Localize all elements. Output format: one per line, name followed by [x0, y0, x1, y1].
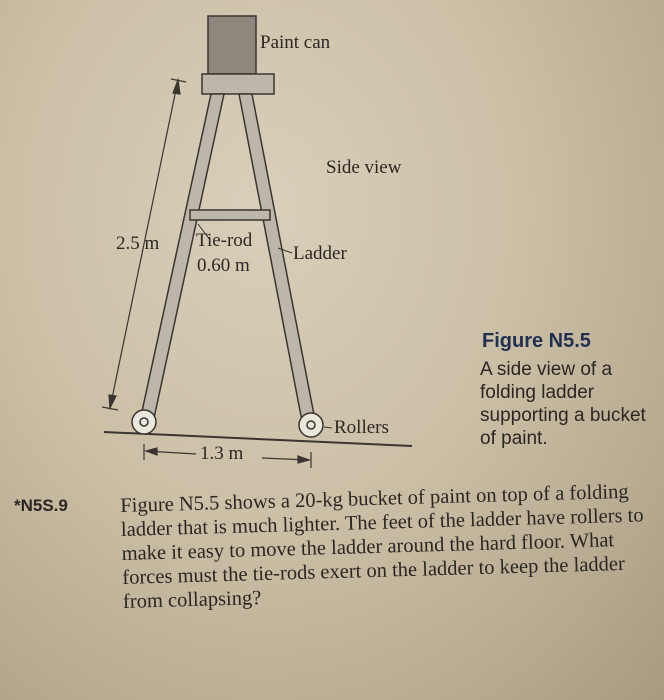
ladder-leader: [277, 247, 293, 254]
rollers-leader: [323, 426, 333, 429]
paint-can: [207, 15, 257, 75]
problem-text: Figure N5.5 shows a 20-kg bucket of pain…: [120, 480, 644, 613]
height-dimension: [101, 77, 187, 411]
label-height: 2.5 m: [116, 233, 160, 254]
roller-right: [298, 412, 324, 438]
label-tie-rod: Tie-rod: [196, 230, 253, 251]
label-tie-rod-length: 0.60 m: [197, 255, 250, 276]
label-rollers: Rollers: [334, 417, 389, 438]
label-ladder: Ladder: [293, 243, 347, 264]
ladder-diagram: [101, 15, 413, 468]
ladder-top-block: [201, 73, 275, 95]
tie-rod: [189, 209, 271, 221]
label-paint-can: Paint can: [260, 32, 331, 53]
base-width-dimension: [143, 444, 312, 468]
label-base-width: 1.3 m: [200, 443, 244, 464]
floor-line: [103, 431, 413, 447]
figure-title: Figure N5.5: [482, 330, 591, 352]
tie-rod-leader: [197, 223, 211, 241]
label-side-view: Side view: [326, 157, 402, 178]
problem-number: *N5S.9: [14, 496, 68, 515]
roller-left: [131, 409, 157, 435]
figure-caption: A side view of a folding ladder supporti…: [480, 359, 646, 449]
